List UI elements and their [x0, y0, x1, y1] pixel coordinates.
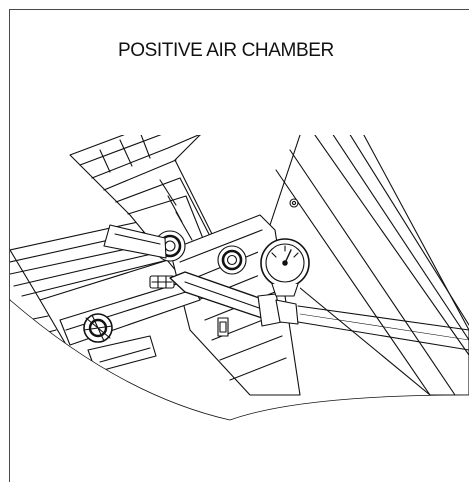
frame-top-rule [9, 9, 469, 10]
pivot-bearings [104, 225, 246, 274]
air-shock [60, 276, 200, 372]
frame-left-rule [9, 9, 10, 482]
pump-hose [170, 272, 469, 350]
figure-title: POSITIVE AIR CHAMBER [118, 40, 334, 61]
pressure-gauge [258, 239, 309, 296]
